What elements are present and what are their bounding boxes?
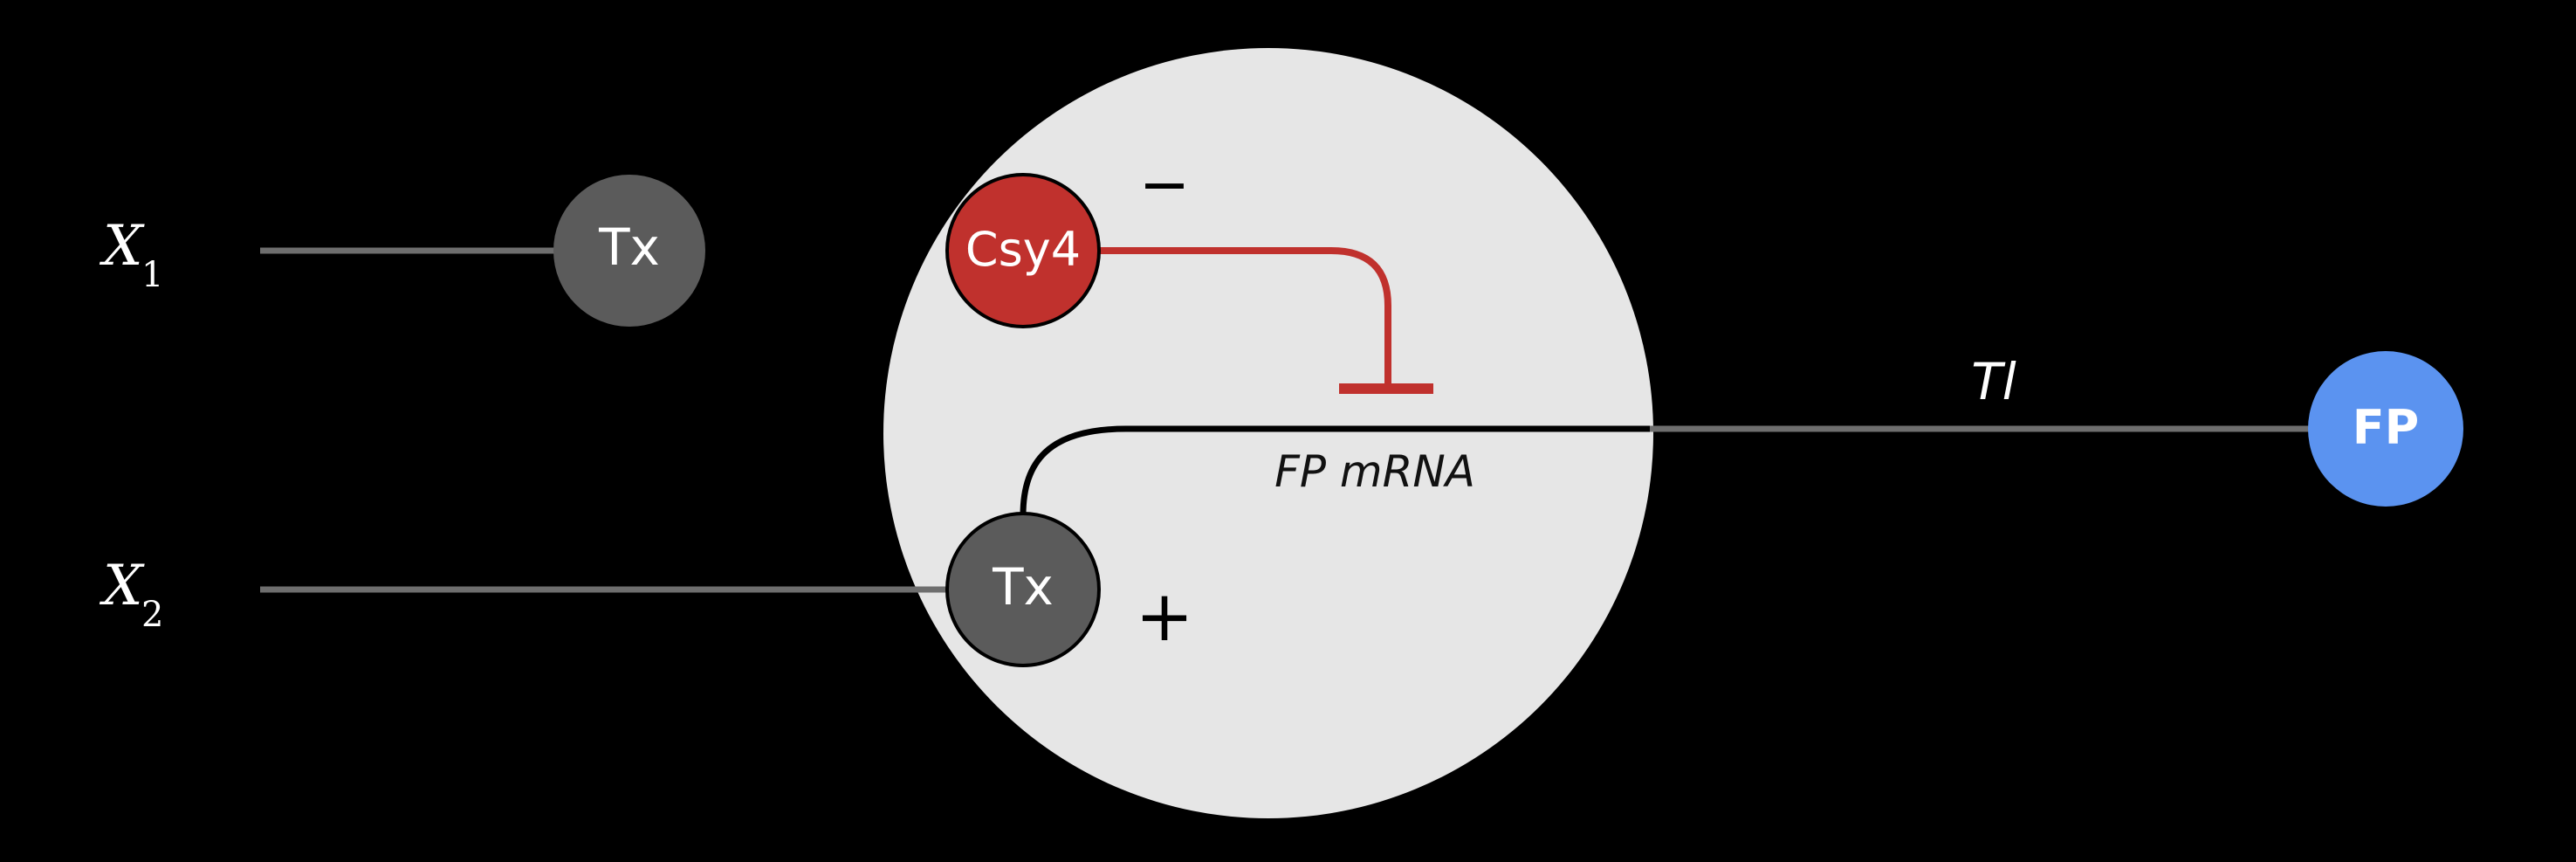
csy4-node-label: Csy4: [965, 222, 1081, 277]
cell-compartment: [883, 48, 1653, 818]
fp-node: [2308, 351, 2463, 507]
tx-node-inside: [945, 512, 1101, 667]
translation-label: Tl: [1971, 352, 2016, 411]
plus-sign: +: [1135, 576, 1193, 657]
tx-node-outside: [553, 175, 705, 327]
tx-node-outside-label: Tx: [598, 217, 660, 277]
fp-node-label: FP: [2353, 400, 2419, 455]
minus-sign: −: [1139, 148, 1191, 220]
x1-subscript: 1: [141, 255, 163, 295]
mrna-transcript-line: [1020, 425, 1650, 516]
tx-node-inside-label: Tx: [992, 557, 1054, 617]
mrna-label: FP mRNA: [1274, 446, 1475, 497]
x2-subscript: 2: [141, 595, 163, 635]
csy4-node: [945, 173, 1101, 328]
x2-input-label: X: [99, 554, 145, 618]
x1-input-label: X: [99, 214, 145, 279]
repression-arrow: [1098, 247, 1391, 387]
